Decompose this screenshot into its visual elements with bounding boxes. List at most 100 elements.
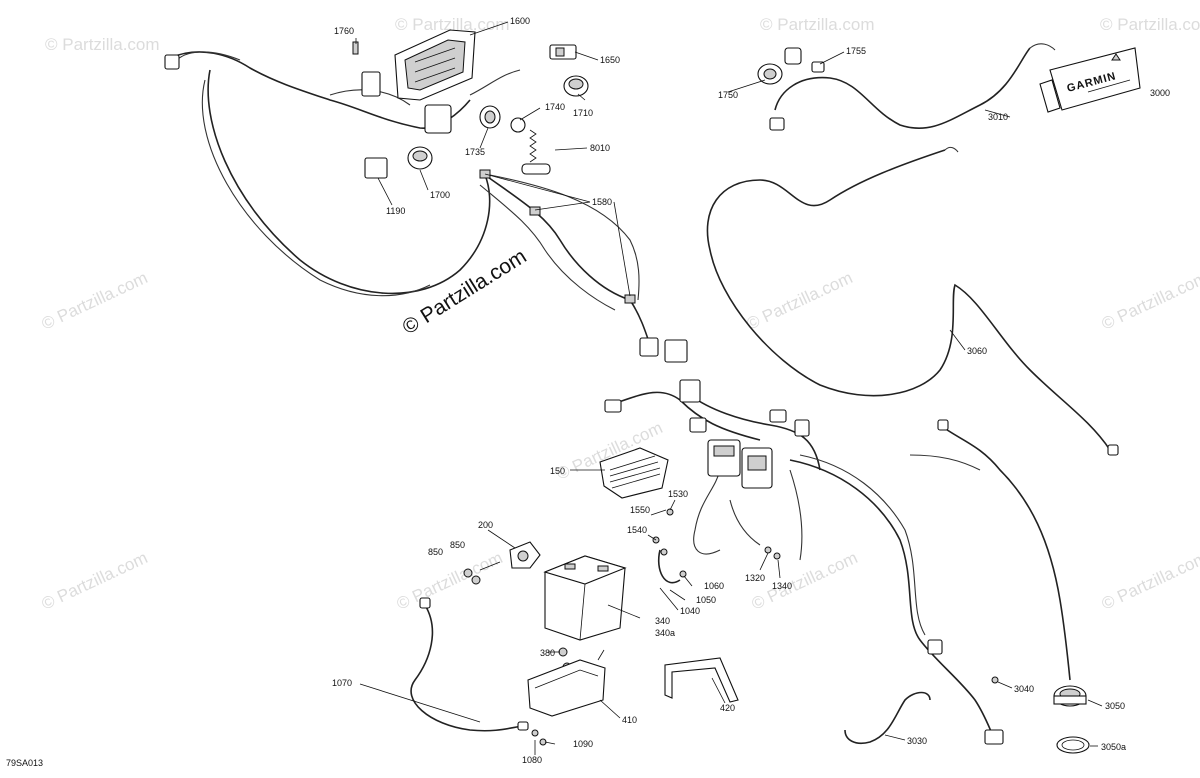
button-icon bbox=[563, 75, 589, 97]
usb-cable-branch bbox=[909, 454, 981, 471]
connector-icon bbox=[927, 419, 1119, 745]
part-label-1550[interactable]: 1550 bbox=[630, 505, 650, 515]
watermark-text: © Partzilla.com bbox=[744, 268, 856, 334]
part-label-1735[interactable]: 1735 bbox=[465, 147, 485, 157]
usb-cable-3050 bbox=[939, 424, 1071, 681]
cable-3030 bbox=[844, 691, 931, 745]
ground-cable-1070 bbox=[410, 604, 526, 732]
socket-icon bbox=[479, 105, 501, 129]
part-label-1070[interactable]: 1070 bbox=[332, 678, 352, 688]
fuse-box-icon bbox=[707, 439, 773, 489]
leader-lines bbox=[355, 21, 1131, 755]
part-label-1050[interactable]: 1050 bbox=[696, 595, 716, 605]
watermark-text: © Partzilla.com bbox=[1099, 268, 1200, 334]
part-label-420[interactable]: 420 bbox=[720, 703, 735, 713]
partzilla-watermark: © Partzilla.com bbox=[398, 245, 530, 339]
button-icon bbox=[407, 146, 433, 170]
cable-1040 bbox=[658, 549, 681, 584]
part-label-1600[interactable]: 1600 bbox=[510, 16, 530, 26]
fastener-icon bbox=[531, 508, 999, 746]
terminal-icon bbox=[419, 597, 529, 731]
part-labels: 1760 1600 1650 1740 1710 1735 8010 1700 … bbox=[332, 16, 1170, 765]
part-label-3050a[interactable]: 3050a bbox=[1101, 742, 1126, 752]
part-label-1040[interactable]: 1040 bbox=[680, 606, 700, 616]
part-label-1650[interactable]: 1650 bbox=[600, 55, 620, 65]
watermark-text: © Partzilla.com bbox=[395, 15, 510, 34]
part-label-1530[interactable]: 1530 bbox=[668, 489, 688, 499]
connector-icon bbox=[164, 54, 452, 179]
nut-icon bbox=[463, 568, 481, 585]
part-label-340a[interactable]: 340a bbox=[655, 628, 675, 638]
part-label-3040[interactable]: 3040 bbox=[1014, 684, 1034, 694]
part-label-3000[interactable]: 3000 bbox=[1150, 88, 1170, 98]
part-label-1320[interactable]: 1320 bbox=[745, 573, 765, 583]
garmin-cable-3010 bbox=[774, 47, 1031, 129]
gps-cable-3060 bbox=[706, 149, 1111, 451]
center-harness-branch bbox=[729, 499, 761, 546]
connector-icon bbox=[757, 47, 825, 131]
part-label-1190[interactable]: 1190 bbox=[386, 206, 405, 216]
usb-socket-icon bbox=[1053, 685, 1087, 707]
part-label-1755[interactable]: 1755 bbox=[846, 46, 866, 56]
part-label-1580[interactable]: 1580 bbox=[592, 197, 612, 207]
part-label-3050[interactable]: 3050 bbox=[1105, 701, 1125, 711]
gauge-cluster-icon bbox=[394, 29, 476, 101]
battery-tray-icon bbox=[527, 649, 606, 717]
part-label-8010[interactable]: 8010 bbox=[590, 143, 610, 153]
part-label-410[interactable]: 410 bbox=[622, 715, 637, 725]
part-label-200[interactable]: 200 bbox=[478, 520, 493, 530]
rear-harness-wire bbox=[789, 459, 996, 741]
o-ring-icon bbox=[1056, 736, 1090, 754]
coil-cord-icon bbox=[521, 129, 551, 175]
part-label-1090[interactable]: 1090 bbox=[573, 739, 593, 749]
socket-icon bbox=[510, 117, 526, 133]
watermark-text: © Partzilla.com bbox=[45, 35, 160, 54]
part-label-1340[interactable]: 1340 bbox=[772, 581, 792, 591]
rear-harness-inner bbox=[799, 454, 926, 636]
part-label-1760[interactable]: 1760 bbox=[334, 26, 354, 36]
part-label-1740[interactable]: 1740 bbox=[545, 102, 565, 112]
connector-icon bbox=[604, 337, 810, 437]
screw-icon bbox=[352, 41, 359, 55]
part-label-3030[interactable]: 3030 bbox=[907, 736, 927, 746]
gps-display-icon bbox=[1039, 47, 1141, 113]
voltage-regulator-icon bbox=[599, 447, 669, 499]
center-harness-wire bbox=[689, 394, 821, 471]
part-label-1710[interactable]: 1710 bbox=[573, 108, 593, 118]
switch-icon bbox=[549, 44, 577, 60]
garmin-cable-tip bbox=[1029, 43, 1056, 51]
part-label-340[interactable]: 340 bbox=[655, 616, 670, 626]
part-label-1080[interactable]: 1080 bbox=[522, 755, 542, 765]
watermark-text: © Partzilla.com bbox=[39, 268, 151, 334]
wire-harnesses bbox=[169, 43, 1111, 745]
long-loop-wire bbox=[207, 69, 491, 295]
center-harness-branch bbox=[693, 469, 721, 555]
watermark-text: © Partzilla.com bbox=[394, 548, 506, 614]
middle-harness-branch bbox=[479, 184, 616, 311]
harness-branch bbox=[469, 69, 521, 96]
part-label-1700[interactable]: 1700 bbox=[430, 190, 450, 200]
background-watermarks: © Partzilla.com © Partzilla.com © Partzi… bbox=[39, 15, 1200, 614]
battery-icon bbox=[543, 555, 627, 641]
middle-harness-wire bbox=[484, 174, 651, 346]
part-label-3060[interactable]: 3060 bbox=[967, 346, 987, 356]
watermark-text: © Partzilla.com bbox=[39, 548, 151, 614]
part-label-1540[interactable]: 1540 bbox=[627, 525, 647, 535]
gps-cable-end bbox=[944, 146, 959, 153]
long-loop-wire-inner bbox=[201, 79, 431, 297]
watermark-text: © Partzilla.com bbox=[1099, 548, 1200, 614]
part-label-850-right[interactable]: 850 bbox=[450, 540, 465, 550]
watermark-text: © Partzilla.com bbox=[760, 15, 875, 34]
part-label-850-left[interactable]: 850 bbox=[428, 547, 443, 557]
part-label-3010[interactable]: 3010 bbox=[988, 112, 1008, 122]
battery-strap-icon bbox=[664, 657, 739, 703]
part-label-150[interactable]: 150 bbox=[550, 466, 565, 476]
part-label-1750[interactable]: 1750 bbox=[718, 90, 738, 100]
diagram-reference-code: 79SA013 bbox=[6, 758, 43, 768]
part-label-380[interactable]: 380 bbox=[540, 648, 555, 658]
parts: GARMIN bbox=[164, 29, 1141, 754]
starter-solenoid-icon bbox=[509, 541, 541, 569]
part-label-1060[interactable]: 1060 bbox=[704, 581, 724, 591]
center-harness-branch bbox=[789, 469, 803, 561]
